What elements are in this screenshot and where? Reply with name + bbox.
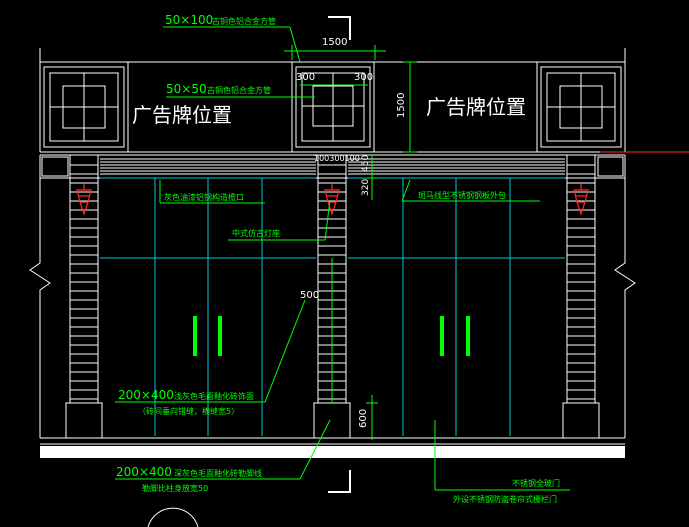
signboard-band — [39, 48, 626, 153]
lantern-left — [76, 184, 92, 216]
dim-600: 600 — [358, 409, 369, 428]
pier-face-sub: （砖间垂向错缝，横缝宽5） — [138, 406, 239, 416]
lamp-label: 中式仿古灯座 — [232, 228, 280, 238]
lintel-label: 灰色油漆铝钢构造檐口 — [164, 192, 244, 202]
annotations: 50×100 古铜色铝合金方管 50×50 古铜色铝合金方管 灰色油漆铝钢构造檐… — [116, 13, 560, 504]
dim-300-right: 300 — [354, 72, 373, 83]
base-face-note: 深灰色毛面釉化砖勒脚线 — [174, 468, 262, 478]
door-label: 不锈钢全玻门 — [512, 478, 560, 488]
dim-320: 320 — [361, 179, 371, 196]
glass-doors — [100, 177, 565, 436]
ground-sill — [40, 437, 625, 458]
pier-right — [562, 154, 600, 439]
corner-marks — [328, 16, 351, 493]
base-face-sub: 勒脚比柱身放宽50 — [142, 483, 208, 493]
pier-face-label: 200×400 — [118, 388, 174, 402]
dim-100-300-100: 100300100 — [314, 154, 360, 163]
pier-left — [65, 154, 103, 439]
dim-top-1500: 1500 — [322, 37, 347, 48]
pier-face-note: 浅灰色毛面釉化砖饰面 — [174, 391, 254, 401]
lattice-window-center — [295, 66, 371, 148]
section-circle — [147, 507, 199, 527]
dim-450: 450 — [361, 155, 371, 172]
lantern-right — [573, 184, 589, 216]
tube-large-note: 古铜色铝合金方管 — [212, 16, 276, 26]
tube-small-label: 50×50 — [166, 82, 207, 96]
dim-500: 500 — [300, 290, 319, 301]
sign-left-text: 广告牌位置 — [132, 103, 232, 127]
dim-side-1500: 1500 — [396, 93, 407, 118]
grille-label: 外设不锈钢防盗卷帘式栅栏门 — [453, 494, 557, 504]
lattice-window-right — [540, 66, 622, 148]
door-handles — [193, 316, 470, 356]
sign-right-text: 广告牌位置 — [426, 95, 526, 119]
dimension-text: 1500 300 300 1500 100300100 450 320 500 … — [296, 37, 407, 428]
tube-small-note: 古铜色铝合金方管 — [207, 85, 271, 95]
lattice-window-left — [43, 66, 125, 148]
base-face-label: 200×400 — [116, 465, 172, 479]
dim-300-left: 300 — [296, 72, 315, 83]
leader-lines — [115, 26, 570, 491]
tube-large-label: 50×100 — [165, 13, 213, 27]
break-lines — [29, 178, 636, 438]
dimension-lines — [284, 45, 417, 440]
steel-trim-label: 斑马线型不锈钢钢板外包 — [418, 190, 506, 200]
